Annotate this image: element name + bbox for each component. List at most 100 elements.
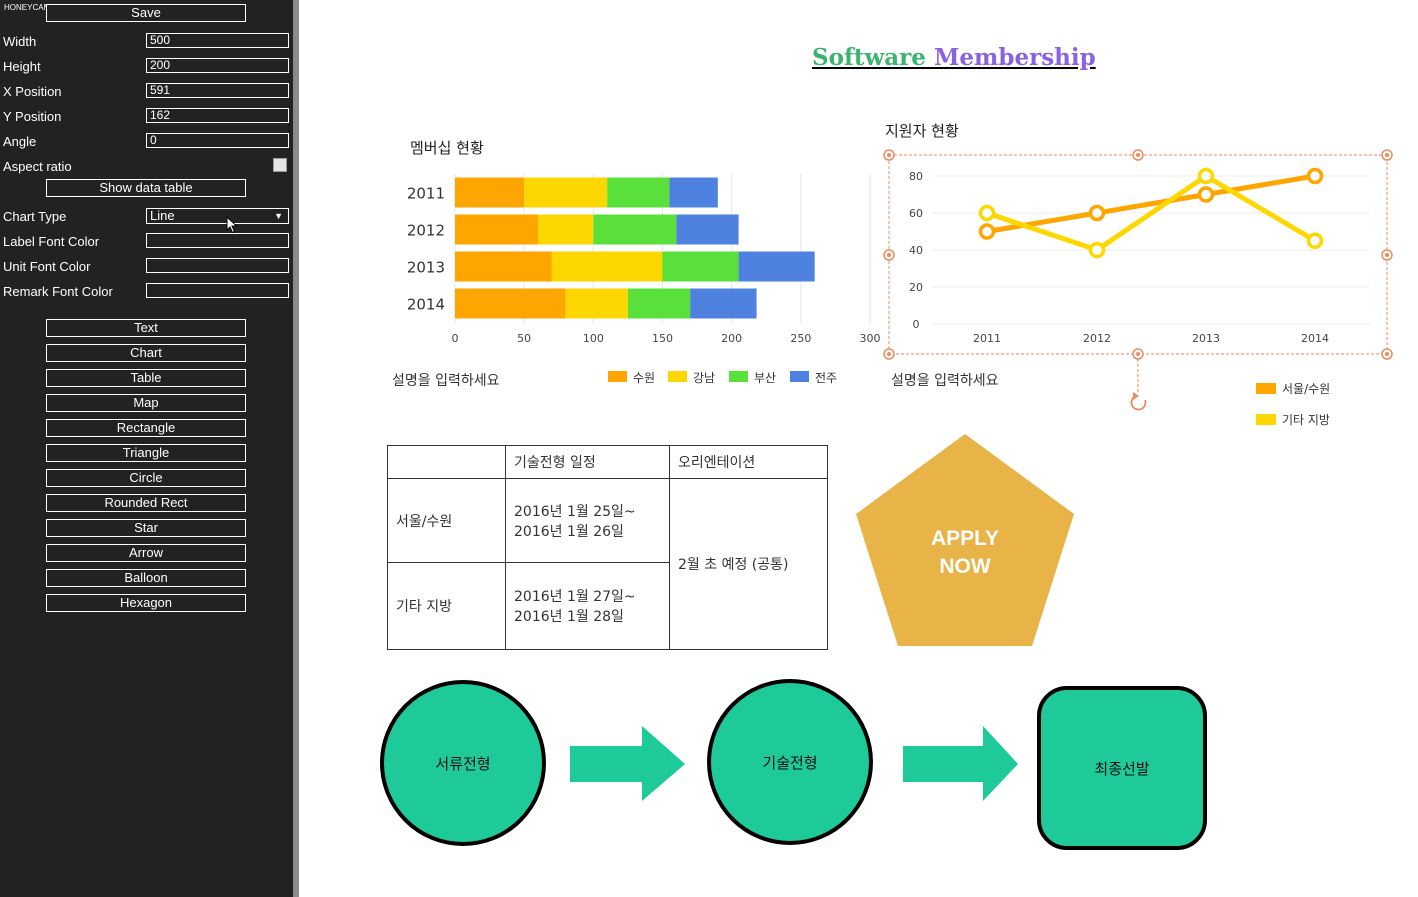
remark-font-color-label: Remark Font Color — [3, 284, 113, 299]
line-chart-point[interactable] — [1306, 232, 1324, 249]
bar-chart-legend-label: 수원 — [633, 371, 655, 385]
bar-chart-bar-전주[interactable] — [690, 288, 757, 319]
chart-type-select[interactable]: Line ▼ — [146, 208, 289, 224]
bar-chart-bar-수원[interactable] — [455, 288, 566, 319]
bar-chart-x-tick-label: 100 — [583, 332, 604, 345]
line-chart-point[interactable] — [978, 204, 996, 222]
angle-input[interactable]: 0 — [146, 133, 289, 148]
bar-chart-category-label: 2012 — [407, 222, 445, 240]
tool-rounded-rect-button[interactable]: Rounded Rect — [46, 494, 246, 512]
schedule-table[interactable]: 기술전형 일정 오리엔테이션 서울/수원 2016년 1월 25일~ 2016년… — [387, 445, 828, 650]
bar-chart-legend-swatch — [608, 371, 627, 382]
resize-handle-dot — [887, 253, 891, 257]
flow-arrow-1[interactable] — [570, 726, 686, 802]
flow-step-label: 최종선발 — [1094, 759, 1150, 778]
label-font-color-input[interactable] — [146, 233, 289, 248]
bar-chart-bar-전주[interactable] — [676, 214, 739, 245]
line-chart-point[interactable] — [1197, 167, 1215, 185]
line-chart-x-tick-label: 2012 — [1083, 332, 1111, 345]
tool-balloon-button[interactable]: Balloon — [46, 569, 246, 587]
tool-table-button[interactable]: Table — [46, 369, 246, 387]
bar-chart-bar-수원[interactable] — [455, 214, 538, 245]
line-chart-point[interactable] — [1088, 241, 1106, 259]
table-header-cell: 기술전형 일정 — [505, 445, 670, 479]
flow-arrow-2[interactable] — [903, 726, 1019, 802]
line-chart-y-tick-label: 40 — [909, 244, 923, 257]
bar-chart-bar-강남[interactable] — [551, 251, 663, 282]
bar-chart-x-tick-label: 150 — [652, 332, 673, 345]
tool-text-button[interactable]: Text — [46, 319, 246, 337]
page-title[interactable]: Software Membership — [812, 44, 1096, 71]
bar-chart-bar-전주[interactable] — [738, 251, 815, 282]
apply-text: APPLY — [930, 527, 1000, 550]
tool-star-button[interactable]: Star — [46, 519, 246, 537]
tool-chart-button[interactable]: Chart — [46, 344, 246, 362]
date-start: 2016년 1월 25일~ — [514, 503, 636, 520]
resize-handle-dot — [887, 153, 891, 157]
bar-chart-bar-부산[interactable] — [662, 251, 739, 282]
bar-chart-bar-강남[interactable] — [524, 177, 608, 208]
flow-step-circle-1[interactable]: 서류전형 — [380, 680, 546, 846]
bar-chart-bar-강남[interactable] — [565, 288, 628, 319]
save-button[interactable]: Save — [46, 4, 246, 22]
remark-font-color-input[interactable] — [146, 283, 289, 298]
width-input[interactable]: 500 — [146, 33, 289, 48]
date-end: 2016년 1월 28일 — [514, 609, 624, 625]
tool-circle-button[interactable]: Circle — [46, 469, 246, 487]
line-chart-legend-swatch — [1256, 383, 1276, 394]
flow-step-circle-2[interactable]: 기술전형 — [707, 679, 873, 845]
y-position-input[interactable]: 162 — [146, 108, 289, 123]
sidebar-divider — [293, 0, 299, 897]
table-row: 기타 지방 2016년 1월 27일~ 2016년 1월 28일 — [387, 562, 828, 650]
tool-triangle-button[interactable]: Triangle — [46, 444, 246, 462]
date-end: 2016년 1월 26일 — [514, 523, 624, 540]
bar-chart-category-label: 2014 — [407, 296, 445, 314]
line-chart-y-tick-label: 0 — [913, 318, 920, 331]
line-chart-point[interactable] — [978, 223, 996, 240]
line-chart-series-기타 지방[interactable] — [984, 173, 1318, 253]
bar-chart-x-tick-label: 50 — [517, 332, 531, 345]
table-cell-region: 기타 지방 — [387, 562, 506, 650]
line-chart-point[interactable] — [1197, 186, 1215, 203]
tool-hexagon-button[interactable]: Hexagon — [46, 594, 246, 612]
line-chart-y-tick-label: 20 — [909, 281, 923, 294]
bar-chart-bar-수원[interactable] — [455, 251, 552, 282]
line-chart-legend-label: 기타 지방 — [1282, 413, 1330, 427]
height-label: Height — [3, 59, 41, 74]
mouse-cursor-icon — [226, 216, 238, 234]
bar-chart-bar-부산[interactable] — [627, 288, 691, 319]
height-input[interactable]: 200 — [146, 58, 289, 73]
unit-font-color-input[interactable] — [146, 258, 289, 273]
bar-chart-title: 멤버십 현황 — [410, 139, 484, 157]
rotate-icon[interactable] — [1130, 395, 1147, 411]
resize-handle-dot — [1385, 253, 1389, 257]
show-data-table-button[interactable]: Show data table — [46, 179, 246, 197]
line-chart-point[interactable] — [1306, 167, 1324, 185]
bar-chart-x-tick-label: 250 — [790, 332, 811, 345]
flow-step-rounded-rect[interactable]: 최종선발 — [1037, 686, 1207, 850]
bar-chart-legend-swatch — [729, 371, 748, 382]
bar-chart-bar-강남[interactable] — [538, 214, 594, 245]
line-chart-series-서울/수원[interactable] — [984, 173, 1318, 234]
line-chart-x-tick-label: 2014 — [1301, 332, 1329, 345]
bar-chart-bar-부산[interactable] — [607, 177, 670, 208]
apply-now-text: APPLY NOW — [905, 525, 1025, 581]
apply-star-shape[interactable] — [850, 430, 1080, 652]
bar-chart-bar-수원[interactable] — [455, 177, 525, 208]
table-row: 서울/수원 2016년 1월 25일~ 2016년 1월 26일 2월 초 예정… — [387, 478, 828, 650]
bar-chart-bar-부산[interactable] — [593, 214, 677, 245]
bar-chart-bar-전주[interactable] — [669, 177, 718, 208]
bar-chart-legend-label: 전주 — [815, 371, 837, 385]
unit-font-color-label: Unit Font Color — [3, 259, 91, 274]
aspect-ratio-checkbox[interactable] — [273, 158, 287, 172]
tool-rectangle-button[interactable]: Rectangle — [46, 419, 246, 437]
tool-arrow-button[interactable]: Arrow — [46, 544, 246, 562]
y-position-label: Y Position — [3, 109, 62, 124]
width-label: Width — [3, 34, 37, 49]
line-chart-y-tick-label: 80 — [909, 170, 923, 183]
x-position-input[interactable]: 591 — [146, 83, 289, 98]
table-header-cell: 오리엔테이션 — [669, 445, 828, 479]
line-chart-point[interactable] — [1088, 204, 1106, 222]
tool-map-button[interactable]: Map — [46, 394, 246, 412]
